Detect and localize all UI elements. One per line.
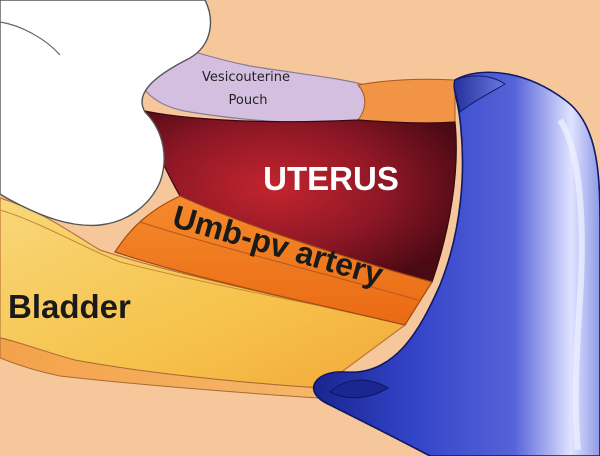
artery-inner-line: [139, 221, 419, 301]
vessel-lip: [453, 75, 506, 113]
bladder-fold-line: [0, 209, 381, 319]
vessel-highlight: [557, 118, 585, 451]
label-pouch-line1: Vesicouterine: [202, 70, 290, 85]
pelvic-vessel: [312, 71, 600, 456]
pouch-cap: [357, 78, 456, 124]
label-pouch-line2: Pouch: [229, 93, 268, 108]
label-bladder: Bladder: [8, 288, 131, 325]
label-uterus: UTERUS: [263, 160, 399, 197]
intestine-organ: [0, 0, 212, 227]
vessel-opening: [329, 379, 389, 399]
intestine-fold: [0, 21, 61, 56]
